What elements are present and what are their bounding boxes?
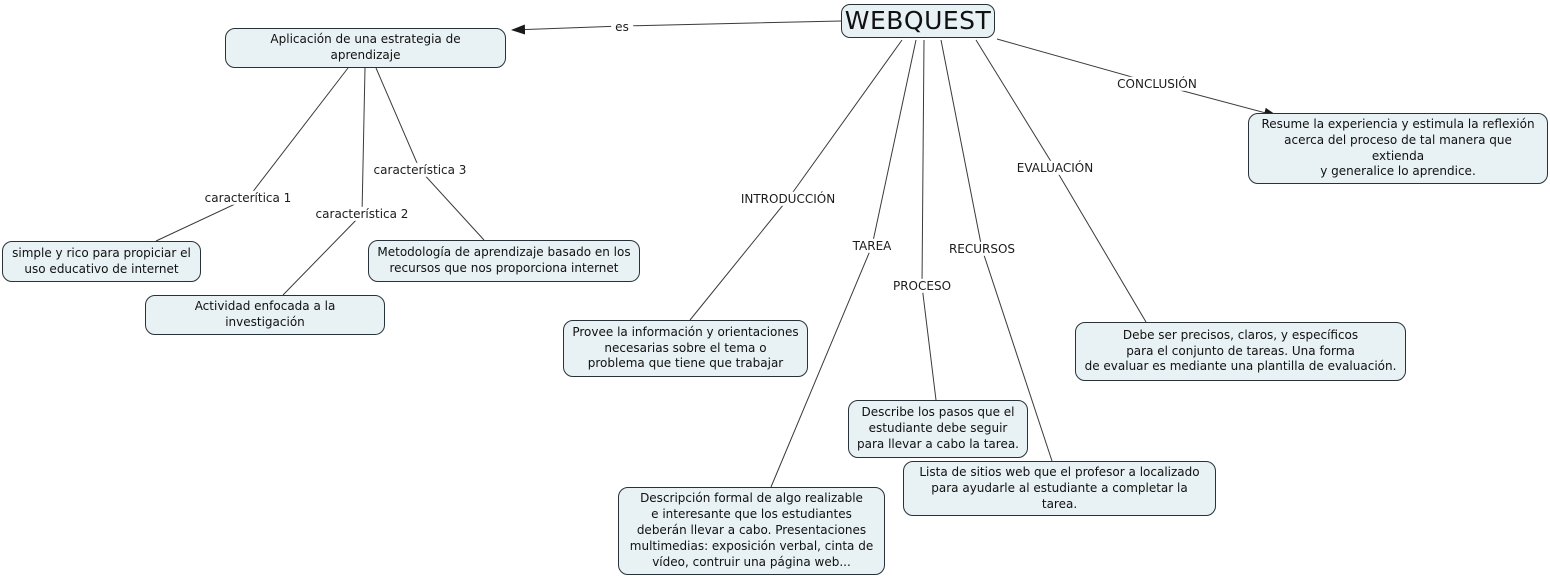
link-label-recursos[interactable]: RECURSOS [944,241,1020,257]
concept-lista[interactable]: Lista de sitios web que el profesor a lo… [903,461,1216,517]
link-label-conclusion[interactable]: CONCLUSIÓN [1113,76,1201,92]
concept-resume[interactable]: Resume la experiencia y estimula la refl… [1248,113,1548,185]
link-label-evaluacion[interactable]: EVALUACIÓN [1012,160,1098,176]
link-label-caracteristica-2[interactable]: característica 2 [311,206,413,222]
concept-actividad[interactable]: Actividad enfocada a la investigación [145,295,385,335]
concept-debe[interactable]: Debe ser precisos, claros, y específicos… [1075,322,1406,381]
link-webquest-introduccion-provee [689,39,903,321]
link-label-proceso[interactable]: PROCESO [888,278,956,294]
concept-descripcion[interactable]: Descripción formal de algo realizable e … [618,487,885,575]
concept-metodologia[interactable]: Metodología de aprendizaje basado en los… [368,240,640,282]
link-label-caracteristica-1[interactable]: caracterítica 1 [200,190,296,206]
concept-webquest[interactable]: WEBQUEST [841,4,995,38]
concept-simple-y-rico[interactable]: simple y rico para propiciar el uso educ… [2,241,201,282]
link-aplicacion-caracteristica2-actividad [282,67,366,296]
concept-provee[interactable]: Provee la información y orientaciones ne… [563,320,808,377]
link-label-caracteristica-3[interactable]: característica 3 [369,162,471,178]
link-label-es[interactable]: es [611,19,633,35]
concept-aplicacion[interactable]: Aplicación de una estrategia de aprendiz… [225,28,506,68]
link-label-tarea[interactable]: TAREA [848,238,896,254]
link-webquest-proceso-describe [921,39,937,401]
link-label-introduccion[interactable]: INTRODUCCIÓN [736,191,840,207]
concept-describe[interactable]: Describe los pasos que el estudiante deb… [848,400,1028,458]
link-webquest-es-aplicacion [511,20,842,35]
